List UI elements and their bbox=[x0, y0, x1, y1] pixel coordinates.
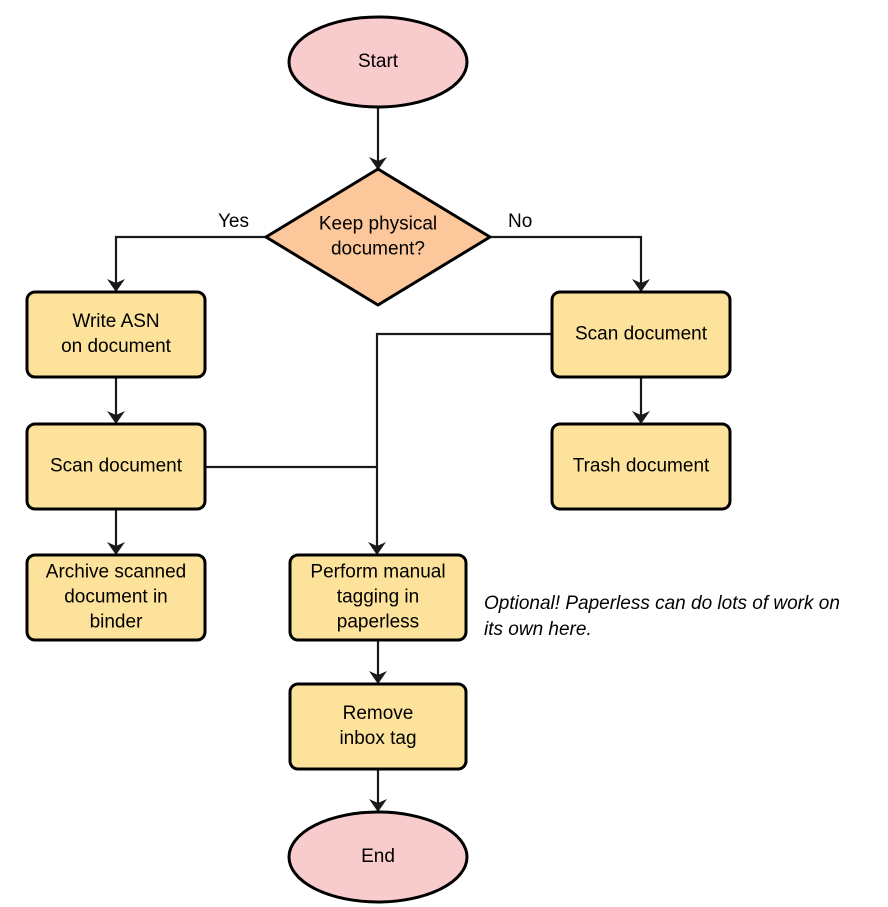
process-shape bbox=[288, 682, 468, 771]
arrowhead-icon bbox=[632, 411, 650, 424]
node-trash_document[interactable]: Trash document bbox=[550, 422, 732, 511]
node-label-start: Start bbox=[358, 51, 399, 72]
terminator-shape bbox=[287, 810, 469, 904]
process-shape bbox=[550, 290, 732, 379]
arrowhead-icon bbox=[107, 542, 125, 555]
arrowhead-icon bbox=[369, 157, 387, 170]
node-label-decision_keep: document? bbox=[331, 239, 425, 260]
annotation-line: its own here. bbox=[484, 619, 592, 640]
arrowhead-icon bbox=[369, 799, 387, 812]
edge-label-decision-yes-to-write-asn: Yes bbox=[218, 211, 249, 232]
terminator-shape bbox=[287, 15, 469, 109]
node-label-manual_tagging: tagging in bbox=[337, 587, 419, 608]
arrowhead-icon bbox=[107, 279, 125, 292]
edge-scan-left-to-archive bbox=[107, 509, 125, 555]
node-remove_inbox_tag[interactable]: Remove inbox tag bbox=[288, 682, 468, 771]
process-shape bbox=[25, 422, 207, 511]
decision-shape bbox=[264, 167, 492, 307]
node-label-manual_tagging: Perform manual bbox=[310, 562, 445, 583]
edge-path bbox=[490, 235, 643, 286]
edge-decision-yes-to-write-asn: Yes bbox=[107, 211, 266, 292]
node-label-remove_inbox_tag: inbox tag bbox=[339, 728, 416, 749]
node-label-manual_tagging: paperless bbox=[337, 612, 419, 633]
node-end[interactable]: End bbox=[287, 810, 469, 904]
node-scan_right[interactable]: Scan document bbox=[550, 290, 732, 379]
edge-scan-right-to-trash bbox=[632, 377, 650, 424]
node-label-archive_binder: document in bbox=[64, 587, 168, 608]
annotation-optional-note: Optional! Paperless can do lots of work … bbox=[484, 593, 840, 640]
edge-decision-no-to-scan-right: No bbox=[490, 211, 650, 292]
edge-path bbox=[114, 235, 266, 286]
node-label-scan_right: Scan document bbox=[575, 324, 708, 345]
node-label-decision_keep: Keep physical bbox=[319, 214, 437, 235]
node-label-trash_document: Trash document bbox=[573, 456, 710, 477]
arrowhead-icon bbox=[107, 411, 125, 424]
arrowhead-icon bbox=[369, 671, 387, 684]
edge-write-asn-to-scan-left bbox=[107, 377, 125, 424]
edge-path bbox=[375, 332, 552, 549]
node-label-archive_binder: binder bbox=[90, 612, 143, 633]
node-label-scan_left: Scan document bbox=[50, 456, 183, 477]
edge-start-to-decision bbox=[369, 107, 387, 170]
process-shape bbox=[550, 422, 732, 511]
node-label-remove_inbox_tag: Remove bbox=[343, 703, 414, 724]
edge-remove-inbox-to-end bbox=[369, 769, 387, 812]
process-shape bbox=[25, 553, 207, 642]
node-label-write_asn: on document bbox=[61, 336, 172, 357]
node-write_asn[interactable]: Write ASN on document bbox=[25, 290, 207, 379]
node-archive_binder[interactable]: Archive scanned document in binder bbox=[25, 553, 207, 642]
annotations-layer: Optional! Paperless can do lots of work … bbox=[484, 593, 840, 640]
node-manual_tagging[interactable]: Perform manual tagging in paperless bbox=[288, 553, 468, 642]
node-scan_left[interactable]: Scan document bbox=[25, 422, 207, 511]
process-shape bbox=[288, 553, 468, 642]
node-label-end: End bbox=[361, 846, 395, 867]
process-shape bbox=[25, 290, 207, 379]
node-start[interactable]: Start bbox=[287, 15, 469, 109]
node-label-archive_binder: Archive scanned bbox=[46, 562, 186, 583]
node-decision_keep[interactable]: Keep physical document? bbox=[264, 167, 492, 307]
edge-scan-right-to-manual-tagging bbox=[368, 332, 552, 555]
arrowhead-icon bbox=[632, 279, 650, 292]
edge-label-decision-no-to-scan-right: No bbox=[508, 211, 532, 232]
edges-layer: Yes No bbox=[107, 107, 650, 812]
edge-manual-tagging-to-remove-inbox bbox=[369, 640, 387, 684]
annotation-line: Optional! Paperless can do lots of work … bbox=[484, 593, 840, 614]
arrowhead-icon bbox=[368, 542, 386, 555]
node-label-write_asn: Write ASN bbox=[72, 311, 159, 332]
